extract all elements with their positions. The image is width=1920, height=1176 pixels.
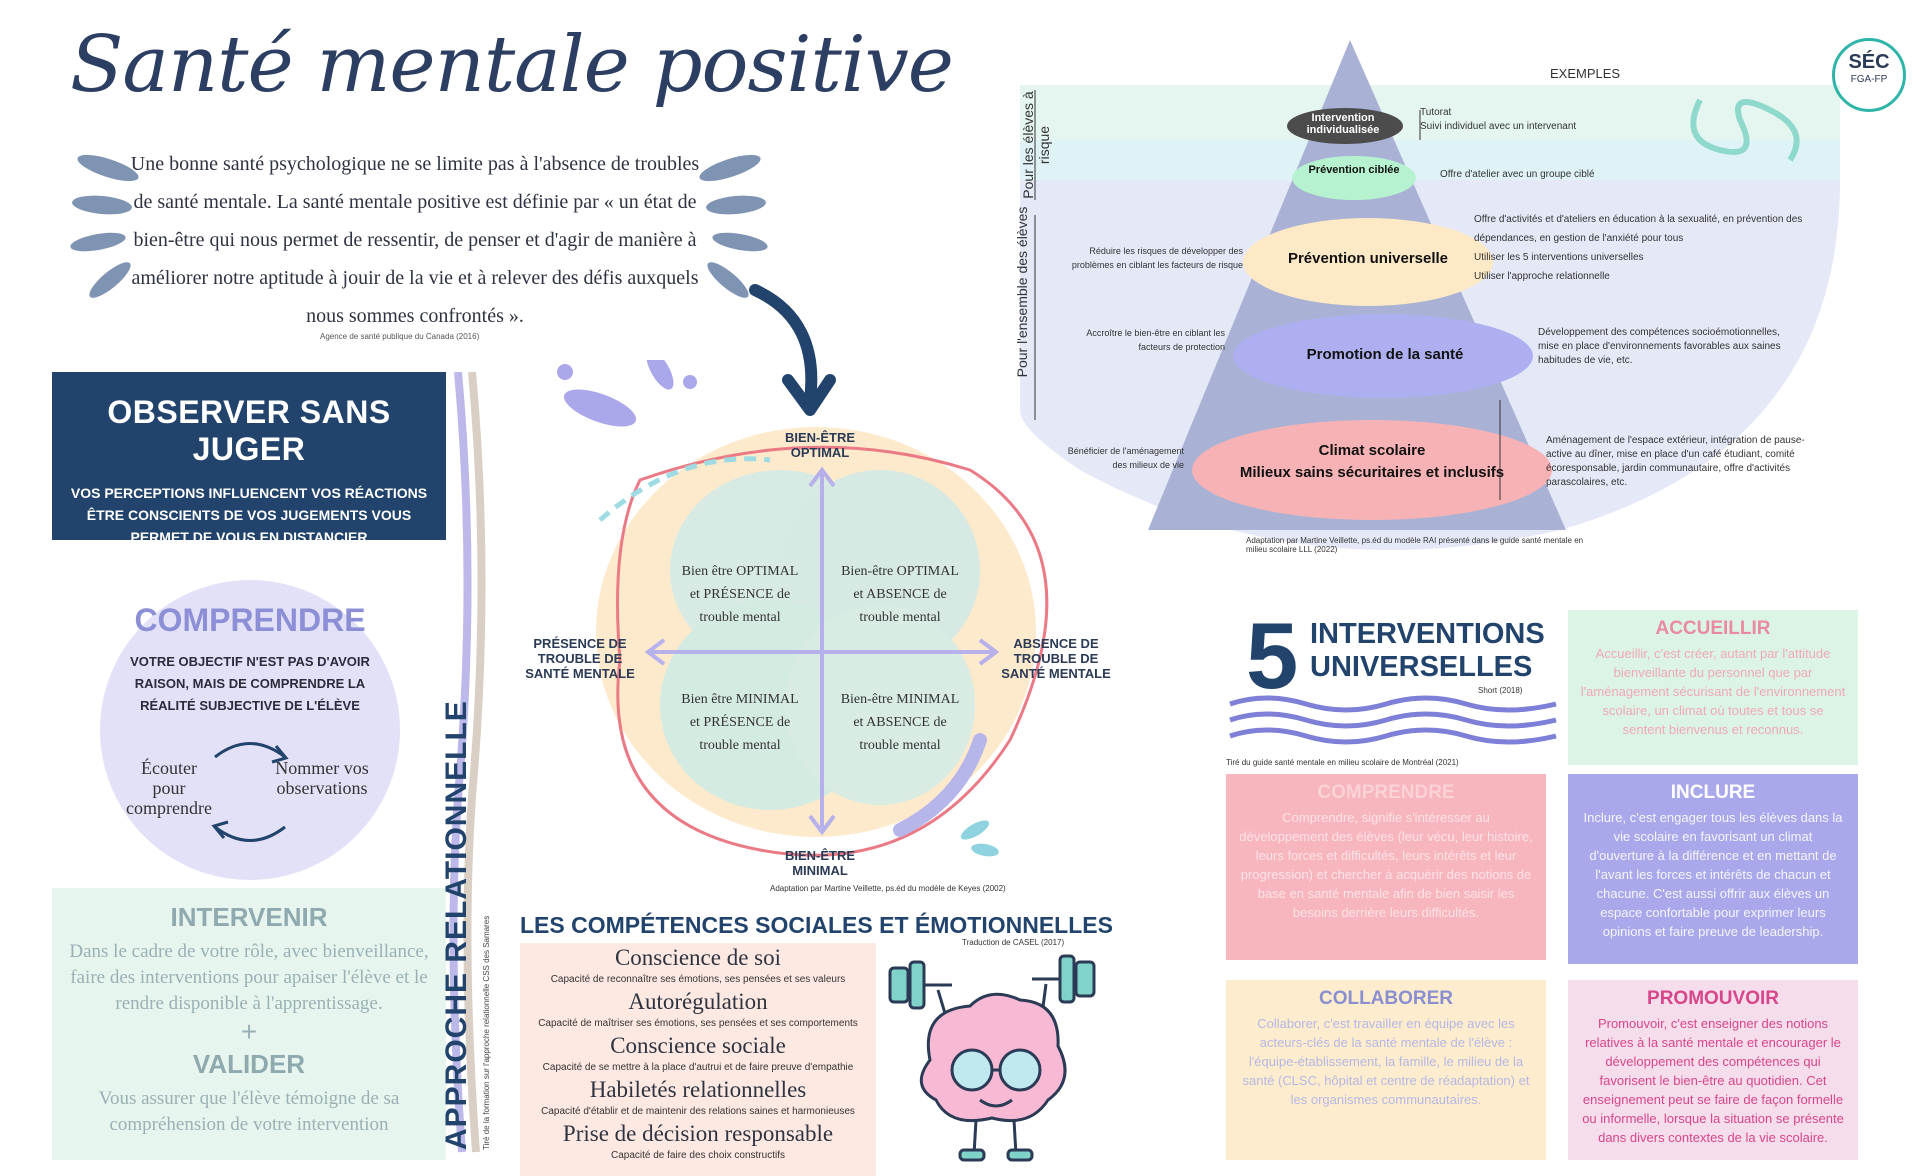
quadrant-optimal-absence: Bien-être OPTIMAL et ABSENCE de trouble … <box>841 564 959 625</box>
competence-name: Prise de décision responsable <box>562 1121 834 1146</box>
pyramid-diagram <box>1020 40 1840 550</box>
splash-left-decoration <box>70 154 139 298</box>
axis-left-label: PRÉSENCE DE TROUBLE DE SANTÉ MENTALE <box>525 636 635 681</box>
card-promouvoir-text: Promouvoir, c'est enseigner des notions … <box>1582 1016 1844 1145</box>
pyramid-source: Adaptation par Martine Veillette, ps.éd … <box>1246 536 1584 554</box>
logo-subtext: FGA-FP <box>1850 74 1888 85</box>
competence-description: Capacité de se mettre à la place d'autru… <box>542 1062 854 1073</box>
comprendre-title: COMPRENDRE <box>134 602 366 638</box>
quadrant-minimal-presence: Bien être MINIMAL et PRÉSENCE de trouble… <box>681 692 799 753</box>
observer-card: OBSERVER SANS JUGER VOS PERCEPTIONS INFL… <box>52 372 446 545</box>
brain-weightlifting-illustration <box>888 954 1096 1162</box>
level-intervention-individualisee: Intervention individualisée <box>1306 112 1380 136</box>
cycle-listen-label: Écouter pour comprendre <box>126 758 212 818</box>
observer-text: VOS PERCEPTIONS INFLUENCENT VOS RÉACTION… <box>70 485 428 545</box>
splash-purple-decoration <box>557 360 697 427</box>
axis-top-label: BIEN-ÊTRE OPTIMAL <box>784 430 856 460</box>
keyes-model-diagram <box>557 360 1049 857</box>
card-inclure-text: Inclure, c'est engager tous les élèves d… <box>1583 810 1843 939</box>
splash-blue-decoration <box>960 820 999 857</box>
goal-climat-scolaire: Bénéficier de l'aménagement des milieux … <box>1067 446 1184 470</box>
sec-logo: SÉC FGA-FP <box>1832 38 1906 112</box>
vertical-stripes-decoration <box>449 372 486 1153</box>
intro-definition: Une bonne santé psychologique ne se limi… <box>130 153 700 327</box>
competence-description: Capacité de maîtriser ses émotions, ses … <box>538 1018 858 1029</box>
wave-decoration <box>1229 695 1557 745</box>
level-prevention-universelle: Prévention universelle <box>1287 250 1449 267</box>
goal-promotion-sante: Accroître le bien-être en ciblant les fa… <box>1086 328 1225 352</box>
intervenir-card: INTERVENIR Dans le cadre de votre rôle, … <box>52 888 446 1160</box>
competences-title: LES COMPÉTENCES SOCIALES ET ÉMOTIONNELLE… <box>520 912 1113 938</box>
pyramid-side-all-students: Pour l'ensemble des élèves <box>1014 206 1030 378</box>
quadrant-minimal-absence: Bien-être MINIMAL et ABSENCE de trouble … <box>840 692 960 753</box>
goal-prevention-universelle: Réduire les risques de développer des pr… <box>1071 246 1243 270</box>
competence-item: Autorégulation Capacité de maîtriser ses… <box>520 989 876 1033</box>
intro-source: Agence de santé publique du Canada (2016… <box>320 332 480 341</box>
logo-text: SÉC <box>1848 51 1890 73</box>
plus-symbol: + <box>240 1016 258 1047</box>
comprendre-circle: COMPRENDRE VOTRE OBJECTIF N'EST PAS D'AV… <box>100 580 400 880</box>
competence-item: Conscience sociale Capacité de se mettre… <box>520 1033 876 1077</box>
card-promouvoir: PROMOUVOIR Promouvoir, c'est enseigner d… <box>1568 980 1858 1160</box>
competence-name: Conscience sociale <box>610 1033 786 1058</box>
competence-name: Conscience de soi <box>614 945 782 970</box>
card-comprendre-title: COMPRENDRE <box>1317 782 1455 803</box>
competence-description: Capacité de faire des choix constructifs <box>611 1150 785 1161</box>
interventions-title: INTERVENTIONS UNIVERSELLES <box>1310 618 1545 683</box>
level-climat-scolaire: Climat scolaire Milieux sains sécuritair… <box>1239 442 1505 481</box>
card-comprendre-text: Comprendre, signifie s'intéresser au dév… <box>1239 810 1533 920</box>
interventions-number: 5 <box>1246 603 1299 708</box>
competence-name: Habiletés relationnelles <box>589 1077 807 1102</box>
examples-intervention-individualisee: Tutorat Suivi individuel avec un interve… <box>1420 107 1577 132</box>
level-promotion-sante: Promotion de la santé <box>1306 346 1464 363</box>
card-accueillir: ACCUEILLIR Accueillir, c'est créer, auta… <box>1568 610 1858 765</box>
competence-item: Prise de décision responsable Capacité d… <box>520 1121 876 1165</box>
pyramid-side-at-risk: Pour les élèves à risque <box>1020 91 1052 199</box>
comprendre-text: VOTRE OBJECTIF N'EST PAS D'AVOIR RAISON,… <box>130 654 370 713</box>
competences-source: Traduction de CASEL (2017) <box>962 938 1065 947</box>
approche-relationnelle-label: APPROCHE RELATIONNELLE <box>440 700 473 1150</box>
competence-name: Autorégulation <box>628 989 768 1014</box>
examples-climat-scolaire: Aménagement de l'espace extérieur, intég… <box>1546 435 1805 488</box>
competence-item: Habiletés relationnelles Capacité d'étab… <box>520 1077 876 1121</box>
observer-title: OBSERVER SANS JUGER <box>107 394 391 467</box>
competence-description: Capacité d'établir et de maintenir des r… <box>541 1106 855 1117</box>
level-prevention-ciblee: Prévention ciblée <box>1308 164 1400 176</box>
examples-prevention-ciblee: Offre d'atelier avec un groupe ciblé <box>1440 169 1595 180</box>
keyes-source: Adaptation par Martine Veillette, ps.éd … <box>770 884 1006 893</box>
card-accueillir-text: Accueillir, c'est créer, autant par l'at… <box>1580 646 1846 737</box>
pyramid-examples-label: EXEMPLES <box>1550 66 1621 81</box>
valider-text: Vous assurer que l'élève témoigne de sa … <box>98 1088 400 1135</box>
quadrant-optimal-presence: Bien être OPTIMAL et PRÉSENCE de trouble… <box>681 564 799 625</box>
card-collaborer-title: COLLABORER <box>1318 988 1454 1009</box>
interventions-short-source: Short (2018) <box>1478 686 1523 695</box>
card-accueillir-title: ACCUEILLIR <box>1655 618 1771 639</box>
examples-prevention-universelle: Offre d'activités et d'ateliers en éduca… <box>1474 214 1803 282</box>
competences-list: Conscience de soi Capacité de reconnaîtr… <box>520 943 876 1176</box>
cycle-name-label: Nommer vos observations <box>275 758 369 798</box>
card-comprendre: COMPRENDRE Comprendre, signifie s'intére… <box>1226 774 1546 960</box>
axis-bottom-label: BIEN-ÊTRE MINIMAL <box>784 848 856 878</box>
card-inclure-title: INCLURE <box>1670 782 1756 803</box>
page-title: Santé mentale positive <box>70 20 954 110</box>
competence-item: Conscience de soi Capacité de reconnaîtr… <box>520 945 876 989</box>
interventions-guide-source: Tiré du guide santé mentale en milieu sc… <box>1226 758 1459 767</box>
curved-arrow-icon <box>749 284 836 416</box>
axis-right-label: ABSENCE DE TROUBLE DE SANTÉ MENTALE <box>1001 636 1111 681</box>
card-inclure: INCLURE Inclure, c'est engager tous les … <box>1568 774 1858 964</box>
intervenir-title: INTERVENIR <box>170 902 328 932</box>
cycle-arrows-icon <box>211 742 289 842</box>
card-collaborer-text: Collaborer, c'est travailler en équipe a… <box>1242 1016 1530 1107</box>
decorative-squiggle-icon <box>1690 98 1800 162</box>
approche-source-note: Tiré de la formation sur l'approche rela… <box>482 915 491 1150</box>
card-promouvoir-title: PROMOUVOIR <box>1647 988 1779 1009</box>
intervenir-text: Dans le cadre de votre rôle, avec bienve… <box>69 941 429 1014</box>
splash-right-decoration <box>699 154 768 298</box>
competence-description: Capacité de reconnaître ses émotions, se… <box>550 974 846 985</box>
valider-title: VALIDER <box>192 1049 306 1079</box>
examples-promotion-sante: Développement des compétences socioémoti… <box>1538 327 1781 366</box>
card-collaborer: COLLABORER Collaborer, c'est travailler … <box>1226 980 1546 1160</box>
